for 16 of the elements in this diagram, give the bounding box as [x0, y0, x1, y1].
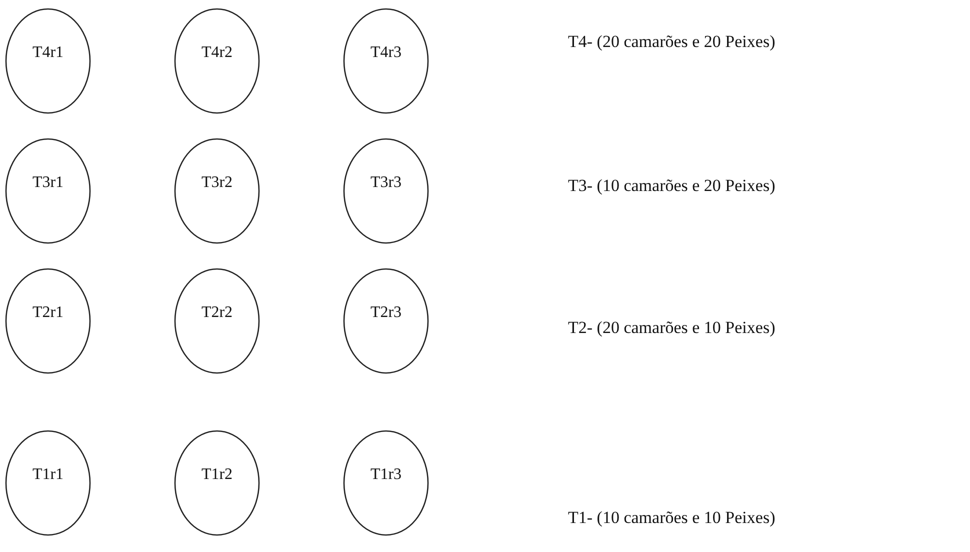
treatment-description: T4- (20 camarões e 20 Peixes) — [568, 32, 776, 52]
tank-label: T1r2 — [200, 466, 234, 484]
tank-label: T2r3 — [369, 304, 403, 322]
tank-label: T4r3 — [369, 44, 403, 62]
tank-label: T3r3 — [369, 174, 403, 192]
tank-label: T2r2 — [200, 304, 234, 322]
treatment-description: T1- (10 camarões e 10 Peixes) — [568, 508, 776, 528]
tank-label: T4r2 — [200, 44, 234, 62]
treatment-description: T2- (20 camarões e 10 Peixes) — [568, 318, 776, 338]
tank-label: T3r1 — [31, 174, 65, 192]
tank-label: T3r2 — [200, 174, 234, 192]
tank-label: T1r3 — [369, 466, 403, 484]
tank-label: T2r1 — [31, 304, 65, 322]
tank-label: T4r1 — [31, 44, 65, 62]
treatment-description: T3- (10 camarões e 20 Peixes) — [568, 176, 776, 196]
tank-label: T1r1 — [31, 466, 65, 484]
